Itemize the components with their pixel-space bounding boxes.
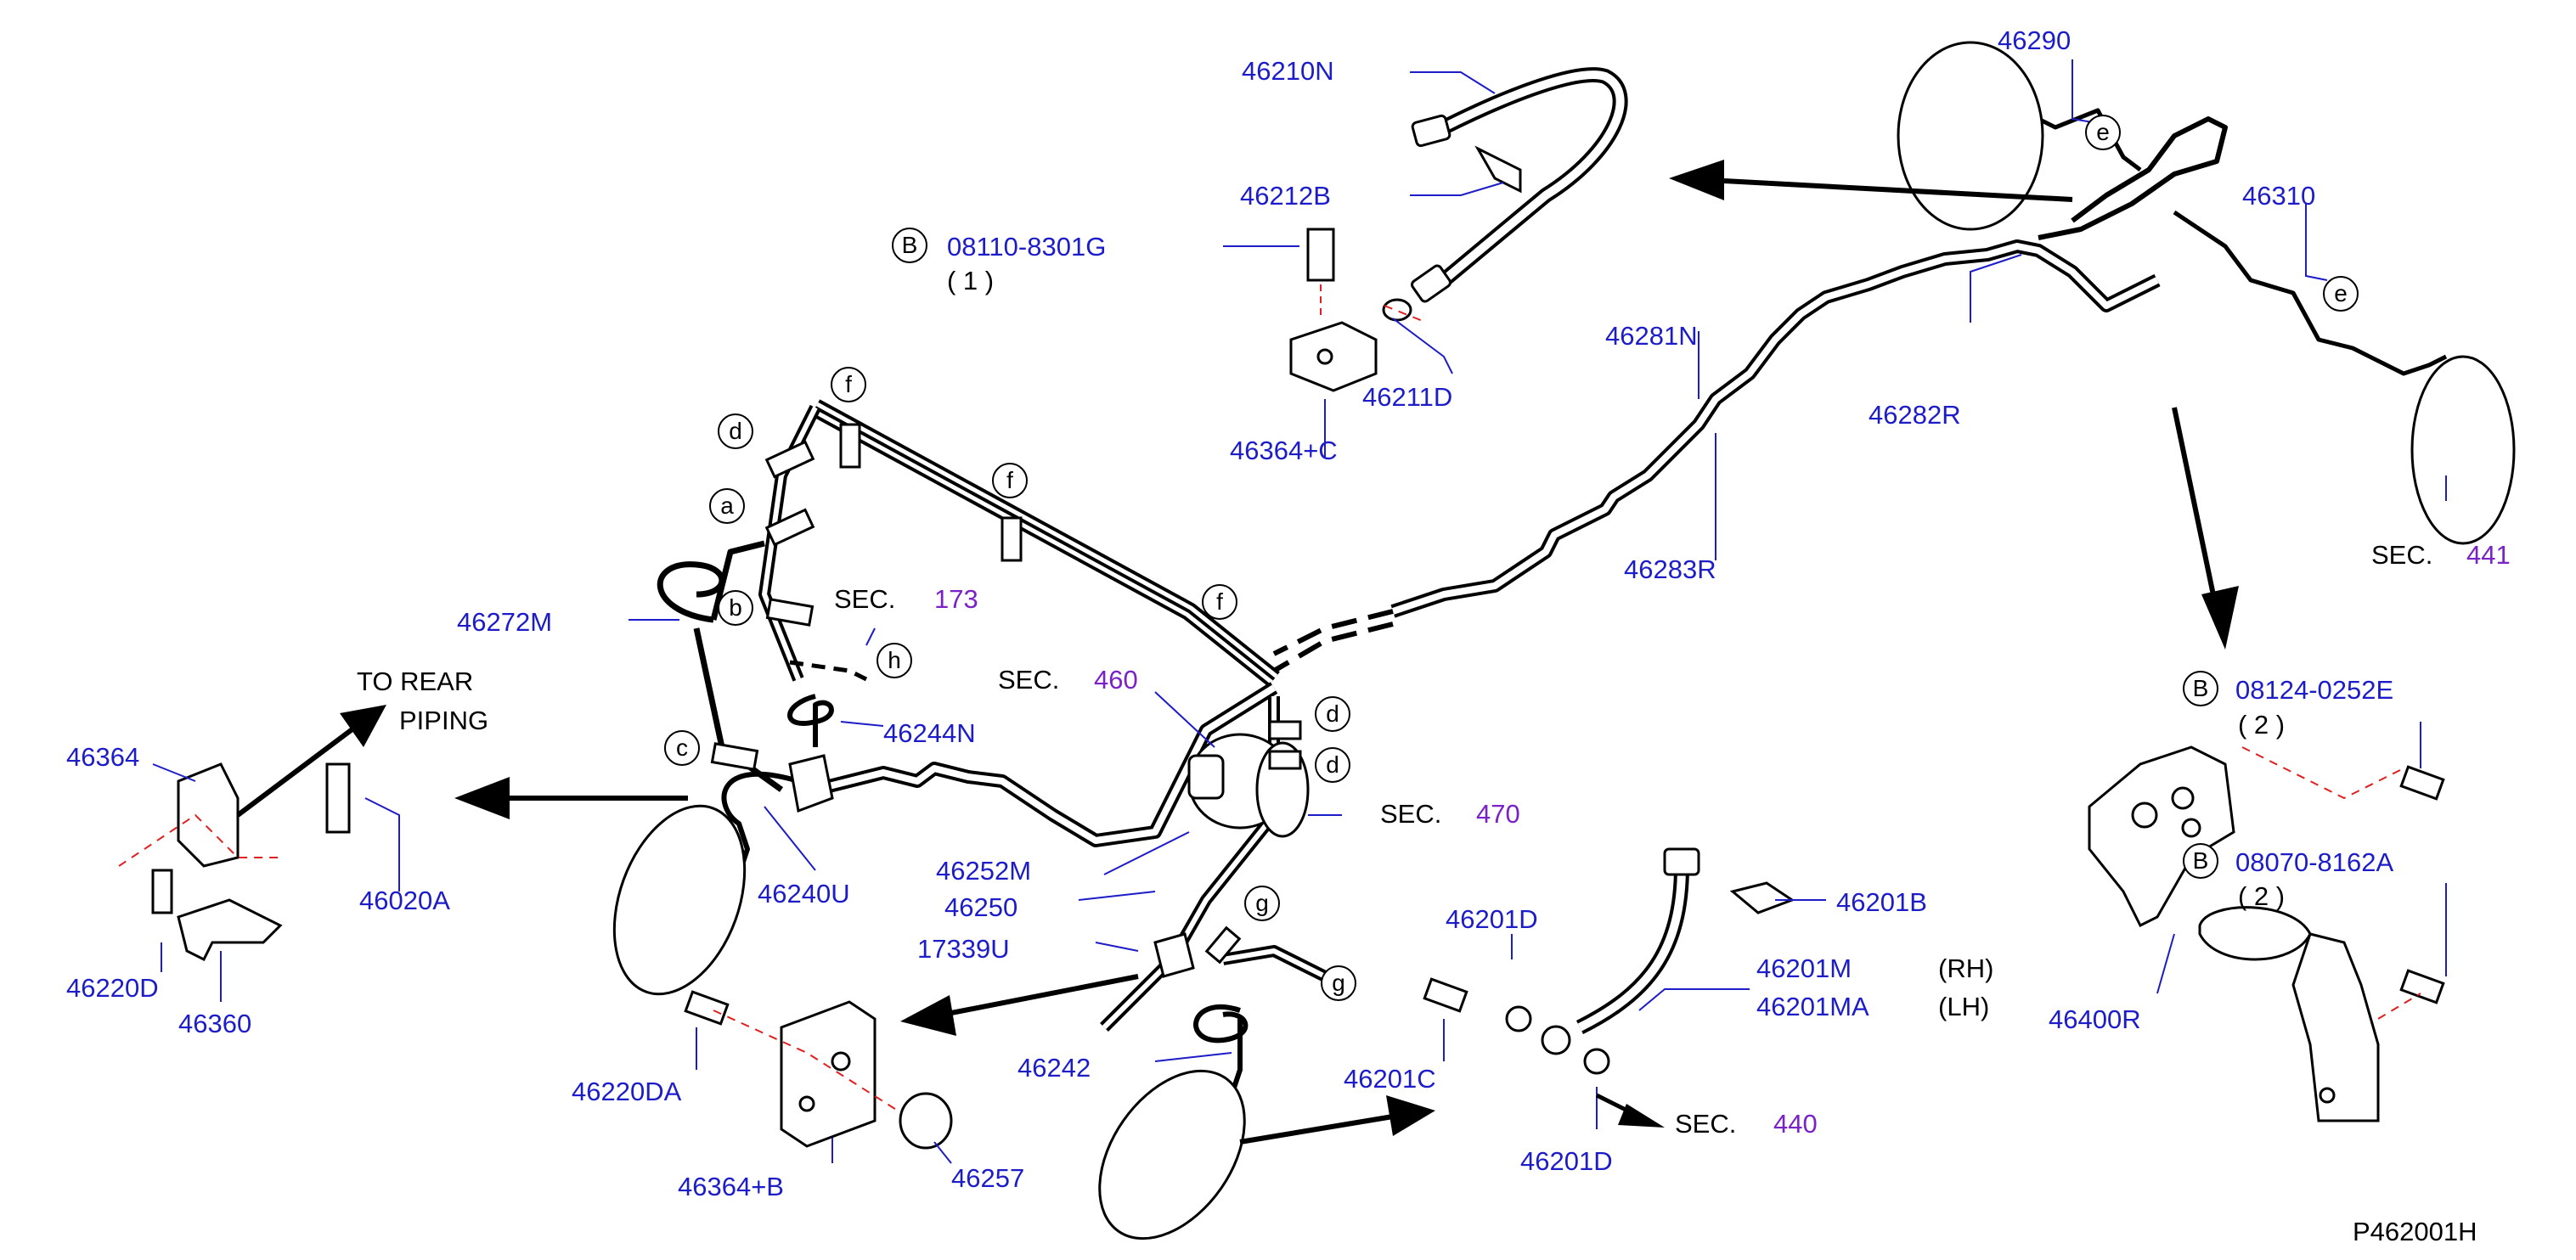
label-08070-8162A: 08070-8162A [2235, 847, 2394, 877]
label-46290: 46290 [1998, 25, 2072, 55]
label-46212B: 46212B [1240, 181, 1331, 211]
label-46220DA: 46220DA [572, 1077, 682, 1106]
sec-441-number: 441 [2466, 540, 2511, 570]
label-rh: (RH) [1938, 953, 1994, 983]
label-46364C: 46364+C [1230, 436, 1338, 465]
brake-tubes [657, 108, 2448, 1122]
label-46282R: 46282R [1869, 400, 1961, 430]
sec-440-number: 440 [1773, 1109, 1818, 1139]
diagram-id: P462001H [2353, 1217, 2477, 1246]
label-46242: 46242 [1017, 1053, 1091, 1083]
sec-470-label: SEC. [1380, 799, 1442, 829]
hose-46210N [1382, 67, 1628, 322]
label-46250: 46250 [944, 892, 1018, 922]
bolts [151, 762, 2445, 1026]
sec-441-label: SEC. [2371, 540, 2433, 570]
callout-b-bolt: B [892, 228, 927, 263]
callout-e-2: e [2323, 276, 2359, 312]
callout-e-1: e [2085, 115, 2121, 150]
callout-a: a [709, 488, 745, 524]
label-46210N: 46210N [1242, 56, 1334, 86]
label-08124-0252E: 08124-0252E [2235, 675, 2394, 705]
callout-f-3: f [1202, 584, 1237, 620]
leader-lines [152, 59, 2447, 1164]
label-46020A: 46020A [359, 886, 450, 915]
label-46257: 46257 [951, 1163, 1025, 1193]
guide-lines [118, 305, 2421, 1113]
label-46400R: 46400R [2049, 1004, 2141, 1034]
callout-d-3: d [1315, 747, 1350, 783]
callout-d-1: d [718, 413, 753, 449]
label-46281N: 46281N [1605, 321, 1698, 351]
callout-g-1: g [1244, 886, 1280, 921]
callout-f-2: f [992, 463, 1028, 498]
label-46201B: 46201B [1836, 887, 1927, 917]
label-qty-2b: ( 2 ) [2238, 881, 2286, 911]
callout-b-small: b [718, 590, 753, 626]
label-46360: 46360 [178, 1009, 252, 1038]
label-46201D-top: 46201D [1446, 904, 1538, 934]
sec-460-label: SEC. [998, 665, 1060, 695]
label-qty-2a: ( 2 ) [2238, 710, 2286, 740]
label-46220D: 46220D [66, 973, 159, 1003]
label-46201D-bottom: 46201D [1520, 1146, 1613, 1176]
label-08110-8301G: 08110-8301G [947, 232, 1107, 262]
sec-460-number: 460 [1094, 665, 1138, 695]
direction-arrows [236, 160, 2239, 1145]
callout-b-bolt-3: B [2183, 843, 2218, 879]
brake-discs [612, 41, 2516, 1240]
sec-440-label: SEC. [1675, 1109, 1737, 1139]
callout-c: c [664, 730, 700, 766]
sensor-46400R [2088, 745, 2380, 1122]
master-cylinder [1187, 733, 1310, 838]
tube-clips [710, 423, 1302, 965]
sec-470-number: 470 [1476, 799, 1520, 829]
label-46283R: 46283R [1624, 554, 1716, 584]
label-46252M: 46252M [936, 856, 1032, 886]
sec-173-number: 173 [934, 584, 978, 614]
callout-d-2: d [1315, 696, 1350, 732]
label-46240U: 46240U [758, 879, 850, 908]
label-46201MA: 46201MA [1756, 992, 1869, 1021]
bracket-46364C [1289, 228, 1378, 392]
label-46211D: 46211D [1362, 382, 1453, 412]
junction-46240U [788, 754, 1195, 978]
to-rear-line1: TO REAR [357, 667, 474, 696]
label-qty-1: ( 1 ) [947, 266, 995, 295]
brackets-left [177, 762, 283, 962]
label-17339U: 17339U [917, 934, 1010, 964]
label-46364B: 46364+B [678, 1172, 784, 1201]
callout-f-1: f [831, 367, 866, 402]
label-46201M: 46201M [1756, 953, 1852, 983]
label-46310: 46310 [2242, 181, 2316, 211]
label-46244N: 46244N [883, 718, 976, 748]
block-46364B [780, 1000, 953, 1150]
hose-46201M [1505, 847, 1795, 1075]
label-46201C: 46201C [1344, 1064, 1436, 1094]
to-rear-line2: PIPING [399, 706, 489, 735]
callout-b-bolt-2: B [2183, 671, 2218, 706]
label-46272M: 46272M [457, 607, 553, 637]
sec-173-label: SEC. [834, 584, 896, 614]
callout-h: h [877, 643, 912, 678]
label-lh: (LH) [1938, 992, 1990, 1021]
callout-g-2: g [1321, 965, 1356, 1001]
label-46364: 46364 [66, 742, 140, 772]
